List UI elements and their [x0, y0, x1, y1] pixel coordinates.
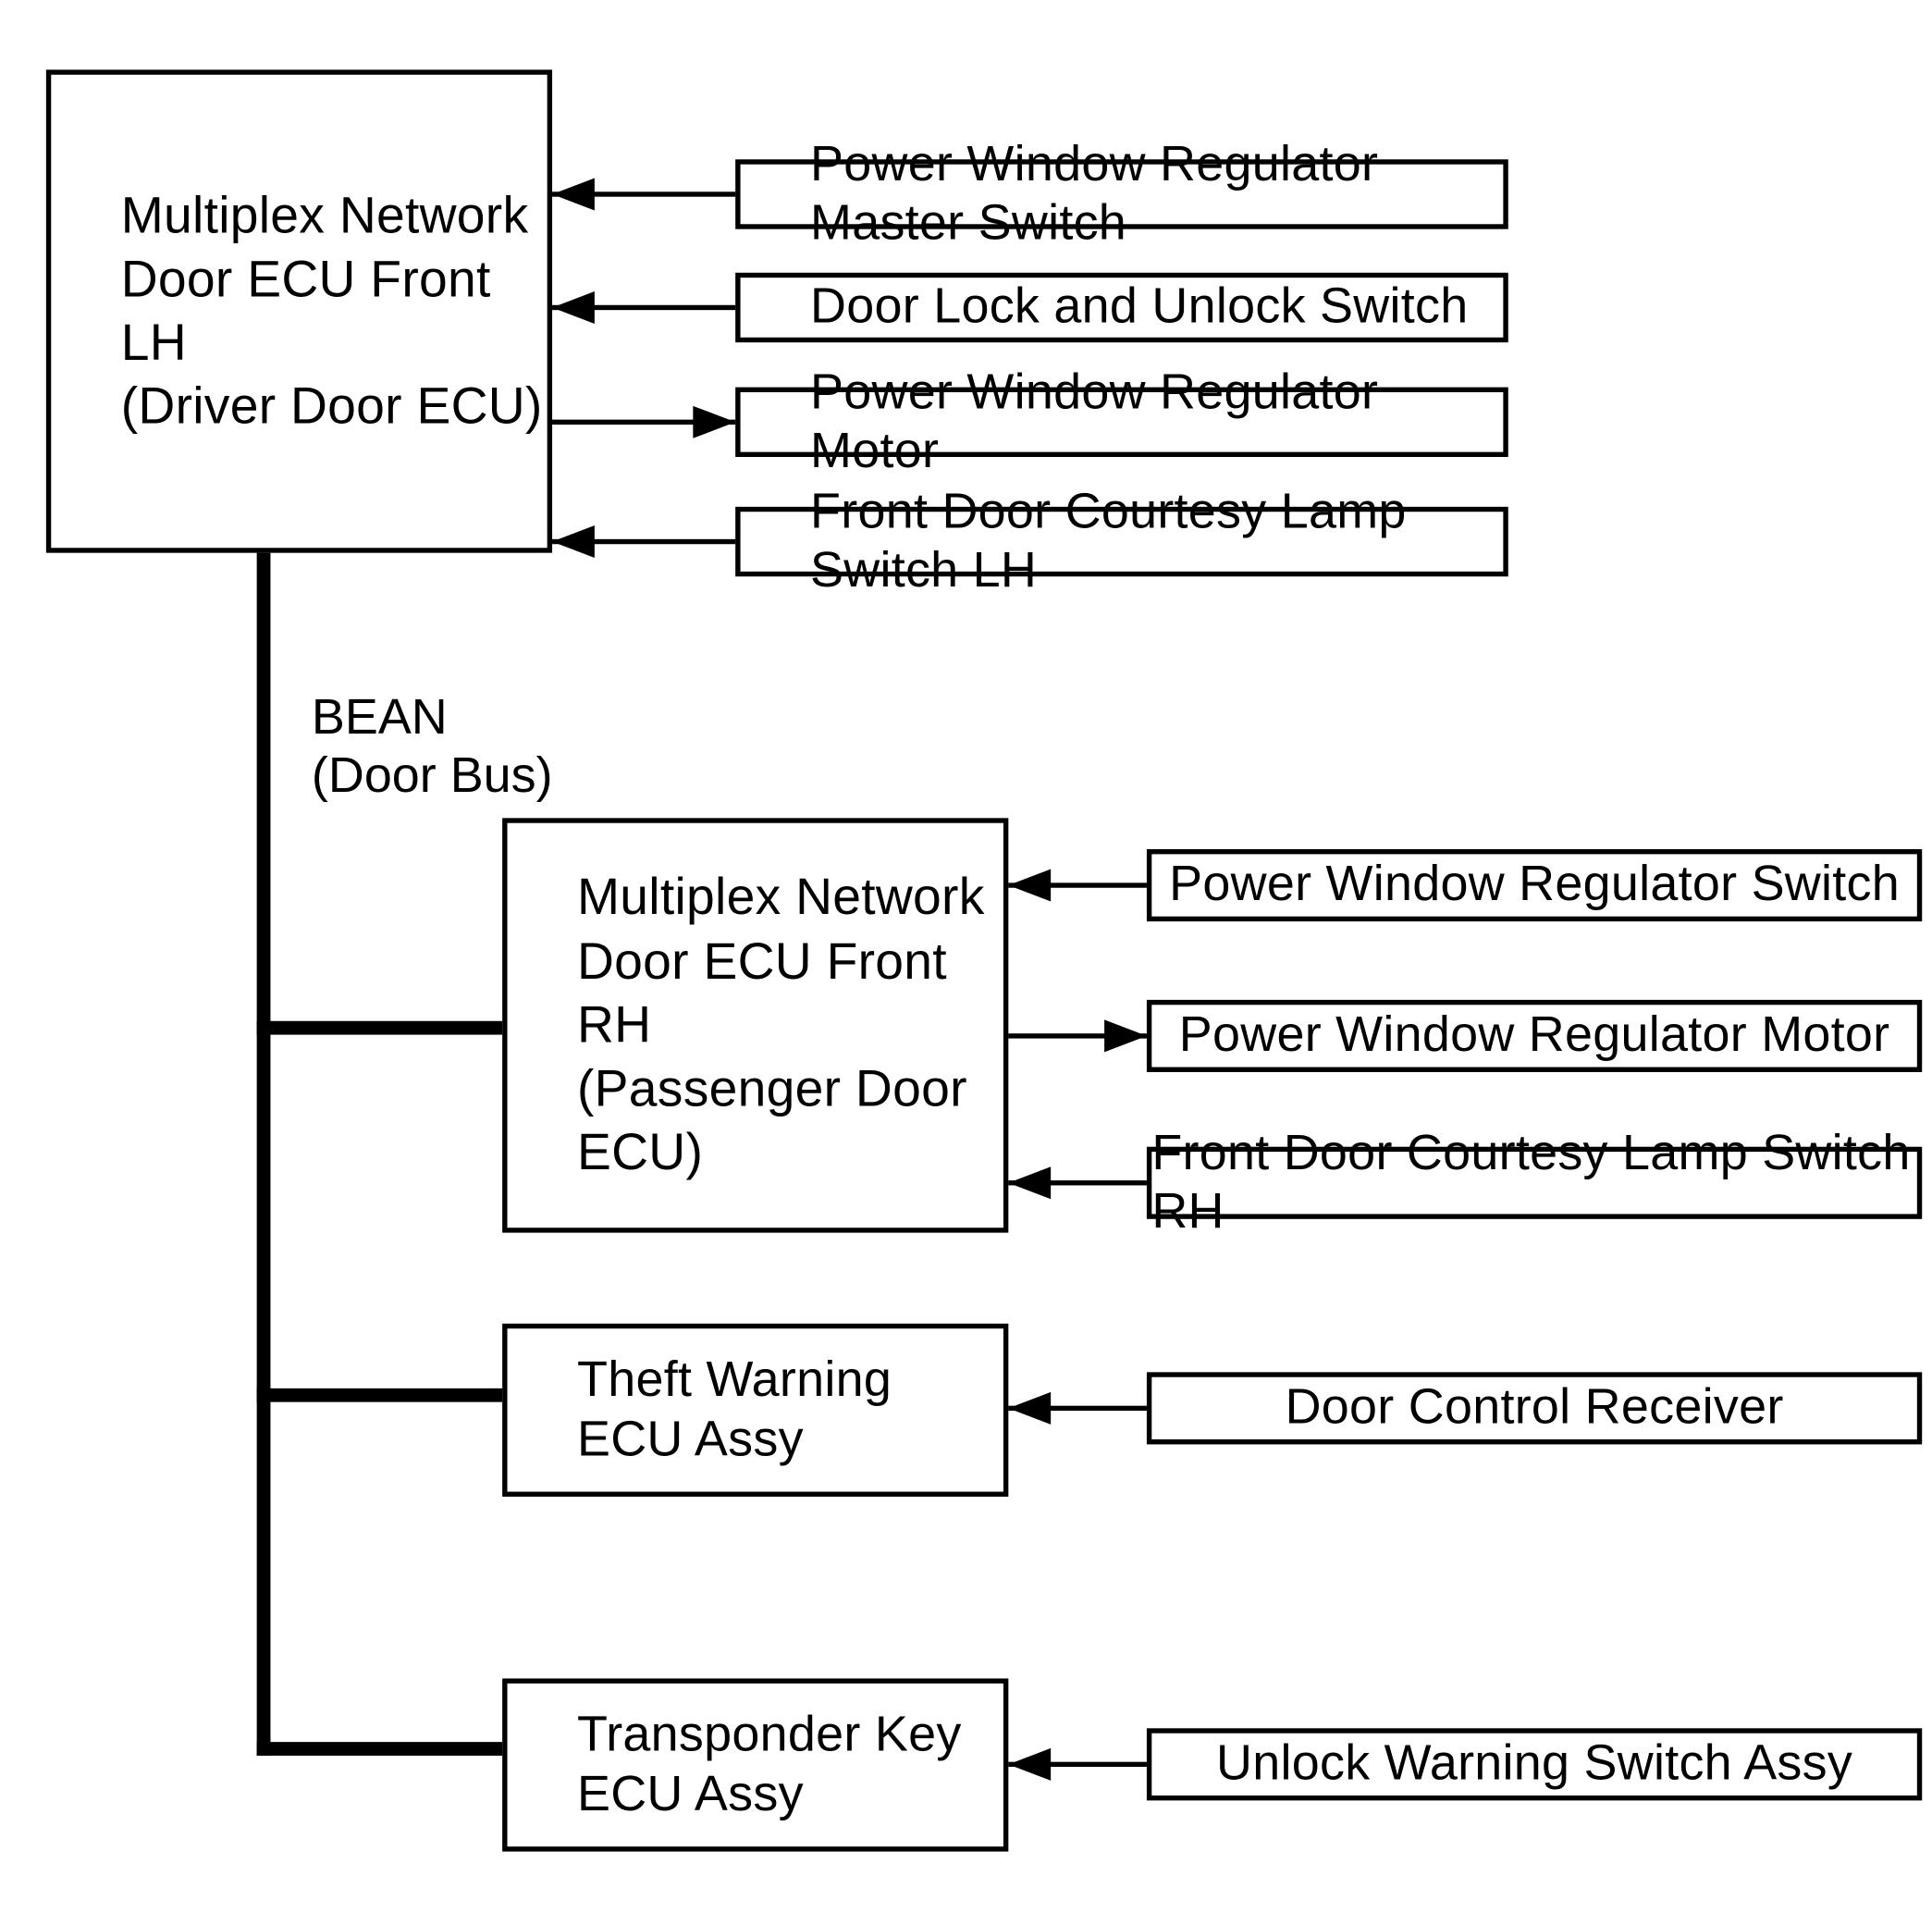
node-pw-regulator-switch-rh: Power Window Regulator Switch — [1146, 849, 1923, 922]
node-unlock-warning-switch: Unlock Warning Switch Assy — [1146, 1728, 1923, 1801]
bean-bus-branch-passenger-ecu — [256, 1020, 503, 1035]
node-transponder-key-ecu: Transponder Key ECU Assy — [502, 1678, 1009, 1852]
node-theft-warning-ecu-label: Theft Warning ECU Assy — [577, 1352, 892, 1466]
node-pw-regulator-motor-lh-label: Power Window Regulator Motor — [810, 364, 1379, 478]
node-unlock-warning-switch-label: Unlock Warning Switch Assy — [1216, 1735, 1853, 1792]
node-passenger-door-ecu: Multiplex Network Door ECU Front RH (Pas… — [502, 818, 1009, 1233]
node-driver-door-ecu: Multiplex Network Door ECU Front LH (Dri… — [45, 69, 553, 553]
node-pw-regulator-motor-rh: Power Window Regulator Motor — [1146, 999, 1923, 1072]
bean-bus-vertical-trunk — [256, 552, 271, 1756]
node-door-control-receiver-label: Door Control Receiver — [1285, 1379, 1784, 1436]
arrow-left-icon — [1008, 1747, 1052, 1781]
connector-door-lock-switch-to-driver-ecu — [552, 304, 736, 311]
node-pw-regulator-master-switch-label: Power Window Regulator Master Switch — [810, 136, 1379, 251]
node-door-lock-unlock-switch: Door Lock and Unlock Switch — [735, 272, 1508, 343]
arrow-left-icon — [1008, 1166, 1052, 1200]
arrow-left-icon — [552, 290, 595, 324]
node-pw-regulator-master-switch: Power Window Regulator Master Switch — [735, 137, 1508, 251]
bean-bus-branch-theft-warning-ecu — [256, 1388, 503, 1402]
arrow-left-icon — [552, 525, 595, 559]
node-courtesy-lamp-switch-lh: Front Door Courtesy Lamp Switch LH — [735, 484, 1508, 598]
connector-pw-switch-rh-to-passenger-ecu — [1008, 882, 1147, 888]
node-transponder-key-ecu-label: Transponder Key ECU Assy — [577, 1707, 962, 1821]
connector-driver-ecu-to-pw-motor-lh — [552, 419, 736, 426]
connector-courtesy-lamp-rh-to-passenger-ecu — [1008, 1180, 1147, 1186]
node-theft-warning-ecu: Theft Warning ECU Assy — [502, 1323, 1009, 1497]
node-pw-regulator-switch-rh-label: Power Window Regulator Switch — [1169, 857, 1900, 912]
arrow-right-icon — [1104, 1019, 1147, 1053]
bean-bus-label: BEAN (Door Bus) — [311, 689, 553, 804]
node-driver-door-ecu-label: Multiplex Network Door ECU Front LH (Dri… — [120, 186, 543, 436]
arrow-left-icon — [1008, 869, 1052, 902]
node-door-lock-unlock-switch-label: Door Lock and Unlock Switch — [810, 279, 1469, 335]
node-courtesy-lamp-switch-rh-label: Front Door Courtesy Lamp Switch RH — [1151, 1125, 1911, 1240]
arrow-left-icon — [552, 178, 595, 211]
connector-unlock-warning-to-transponder-ecu — [1008, 1761, 1147, 1768]
node-pw-regulator-motor-lh: Power Window Regulator Motor — [735, 364, 1508, 478]
node-courtesy-lamp-switch-lh-label: Front Door Courtesy Lamp Switch LH — [810, 484, 1407, 598]
arrow-left-icon — [1008, 1391, 1052, 1425]
node-courtesy-lamp-switch-rh: Front Door Courtesy Lamp Switch RH — [1146, 1126, 1923, 1239]
node-pw-regulator-motor-rh-label: Power Window Regulator Motor — [1178, 1007, 1890, 1063]
connector-courtesy-lamp-lh-to-driver-ecu — [552, 538, 736, 545]
connector-master-switch-to-driver-ecu — [552, 191, 736, 197]
connector-passenger-ecu-to-pw-motor-rh — [1008, 1033, 1147, 1039]
node-passenger-door-ecu-label: Multiplex Network Door ECU Front RH (Pas… — [577, 868, 985, 1181]
connector-door-control-receiver-to-theft-ecu — [1008, 1405, 1147, 1412]
node-door-control-receiver: Door Control Receiver — [1146, 1372, 1923, 1445]
arrow-right-icon — [693, 405, 736, 438]
bean-bus-branch-transponder-key-ecu — [256, 1742, 503, 1756]
